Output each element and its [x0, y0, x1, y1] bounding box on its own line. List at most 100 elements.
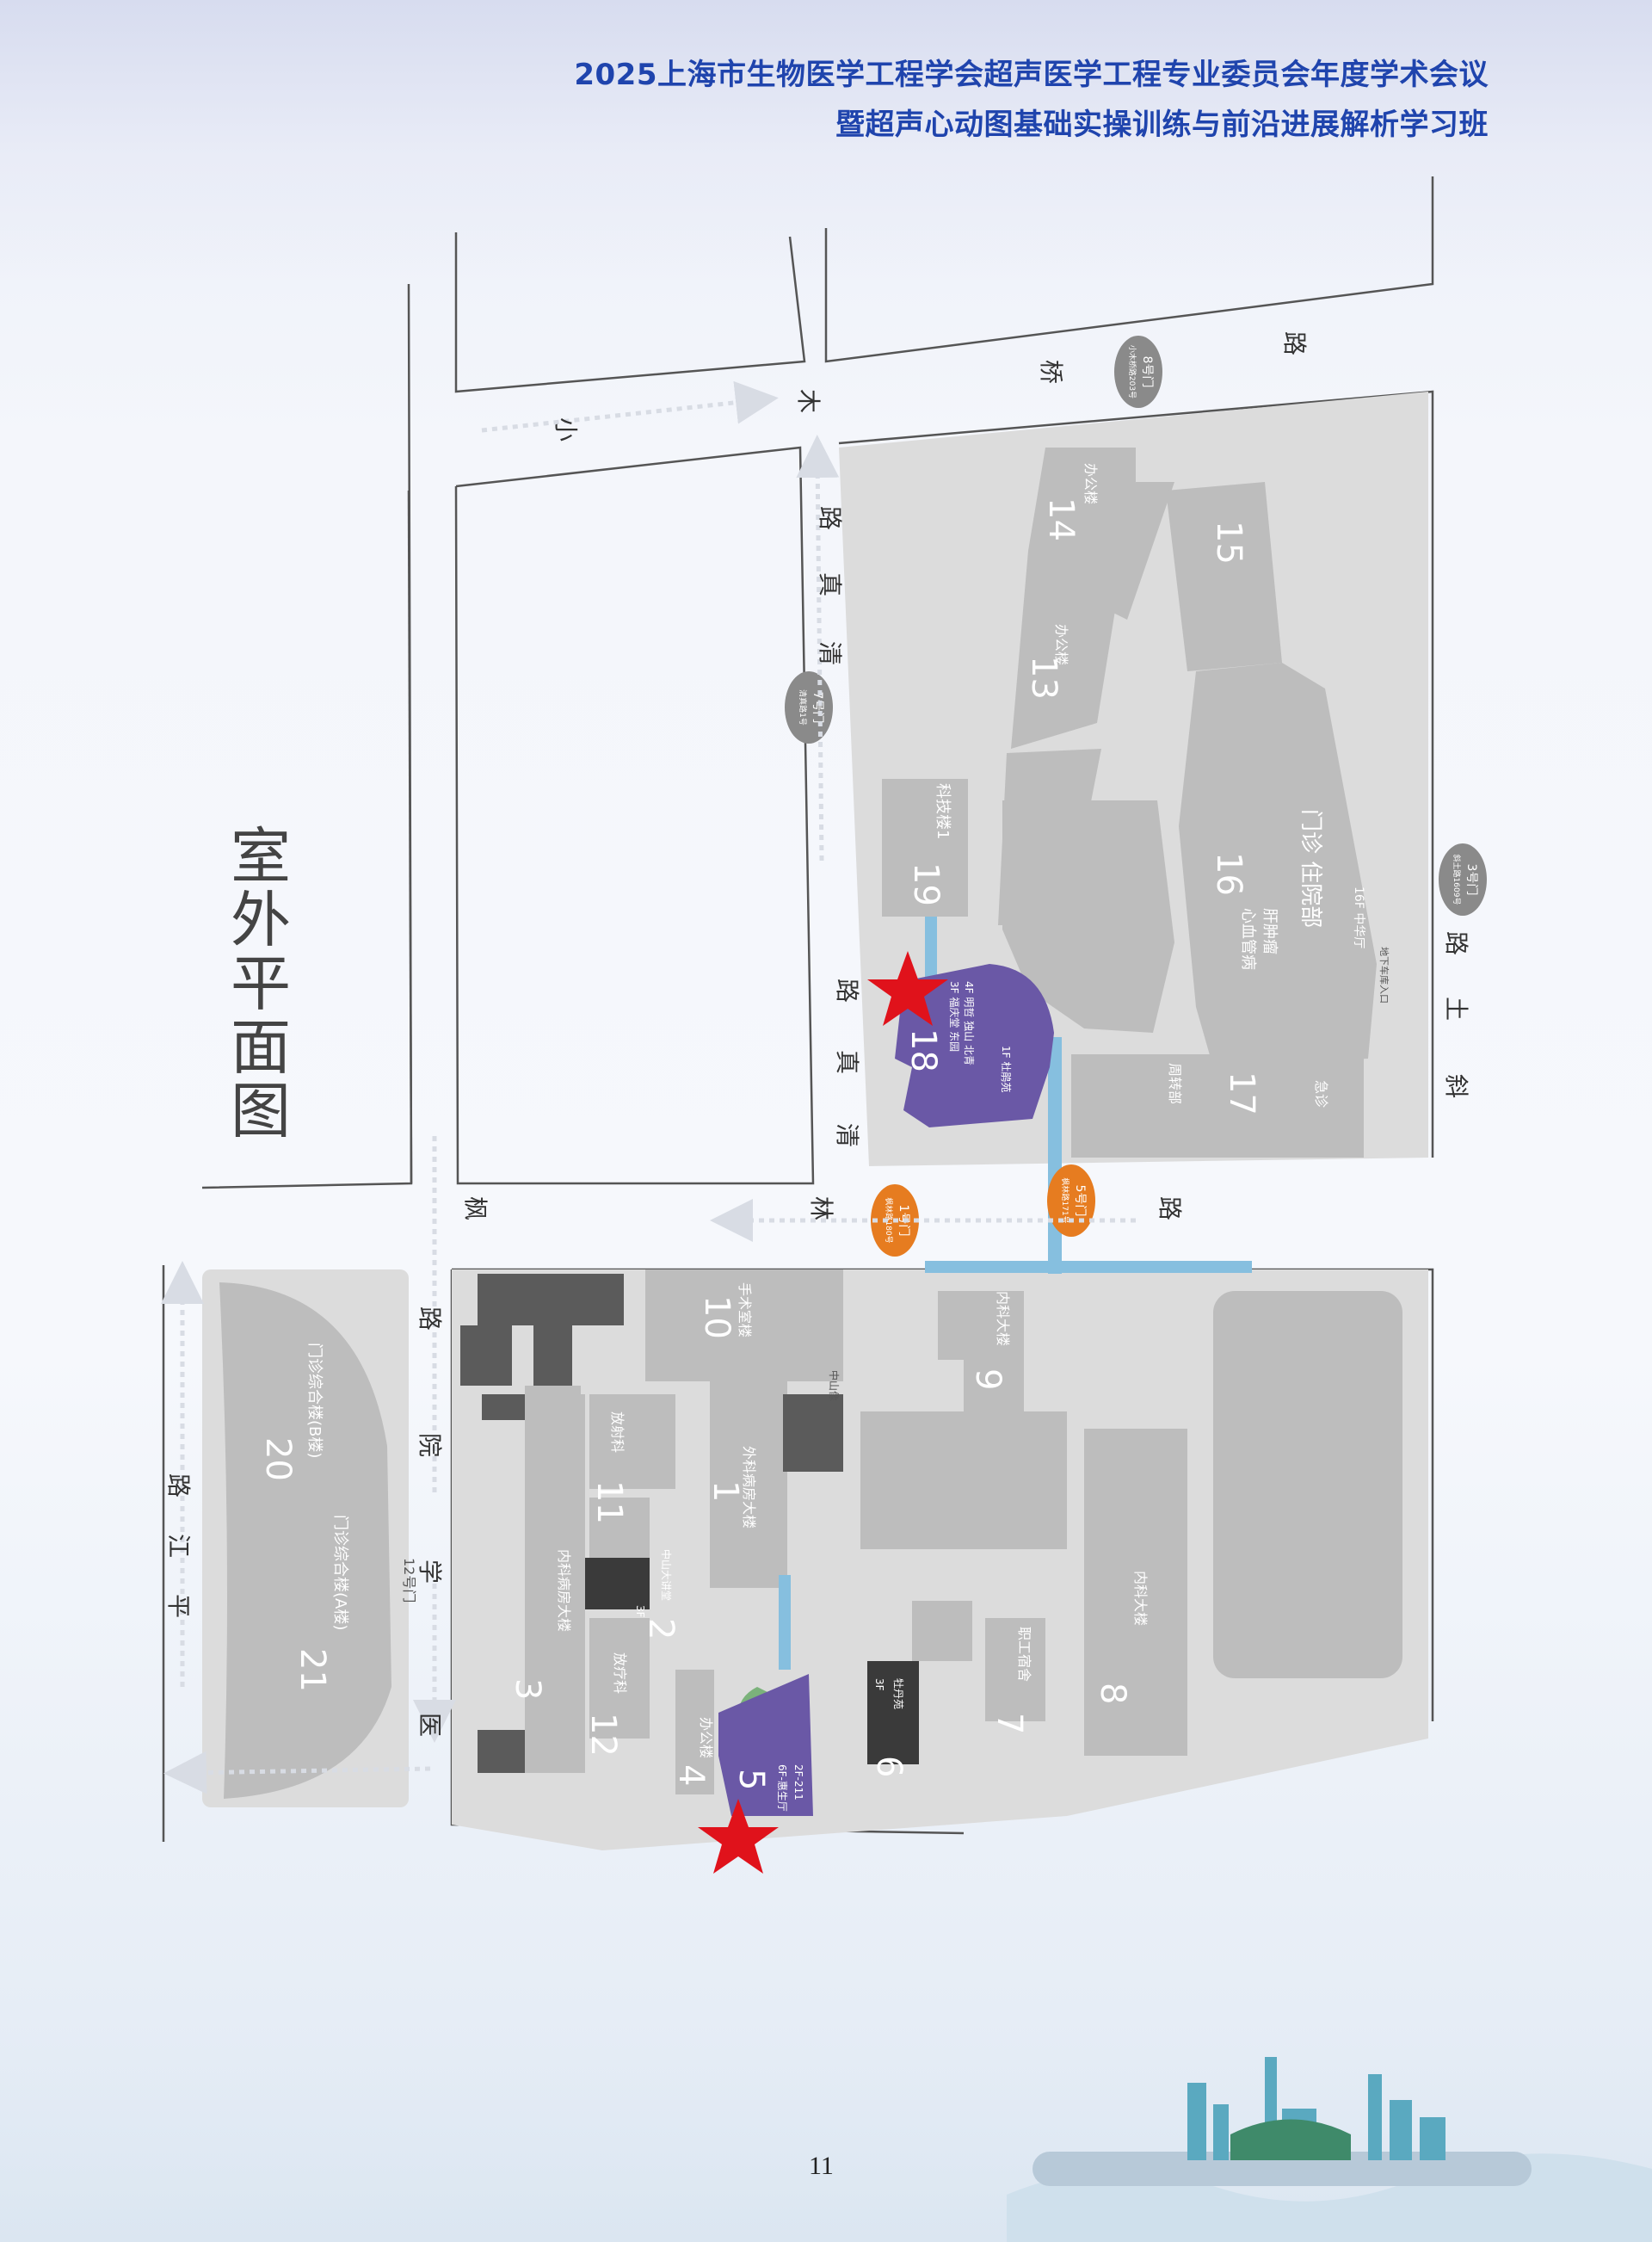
- road-qingzhen-l1: 路: [833, 979, 861, 1003]
- building-4-name: 办公楼: [698, 1717, 714, 1758]
- gate-5-marker: [1047, 1164, 1095, 1237]
- gate-7-marker: [785, 671, 833, 744]
- building-9-name: 内科大楼: [995, 1291, 1011, 1346]
- building-8-name: 内科大楼: [1132, 1571, 1149, 1626]
- building-12-num: 12: [583, 1713, 623, 1757]
- building-10-num: 10: [697, 1295, 737, 1339]
- road-yixueyuan-2: 院: [416, 1433, 444, 1457]
- header-subtitle: 暨超声心动图基础实操训练与前沿进展解析学习班: [835, 108, 1489, 142]
- building-19-name: 科技楼1: [934, 783, 952, 839]
- gate-8-sub: 小木桥路203号: [1127, 345, 1137, 398]
- building-2-floor: 3F: [634, 1605, 646, 1618]
- statue-label: 中山像: [828, 1370, 841, 1401]
- gate-3-sub: 斜土路1609号: [1452, 855, 1462, 905]
- building-19-num: 19: [906, 862, 946, 906]
- road-yixueyuan-1: 路: [416, 1306, 444, 1331]
- building-18-floor-2: 4F 明哲 独山 北青: [963, 981, 975, 1065]
- building-17-sub: 周转部: [1167, 1063, 1183, 1104]
- road-xietu-3: 斜: [1442, 1074, 1470, 1098]
- gate-12-label: 12号门: [401, 1558, 417, 1603]
- gate-5-label: 5号门: [1073, 1185, 1087, 1217]
- gate-3-marker: [1439, 843, 1487, 916]
- gate-5-sub: 枫林路171号: [1060, 1177, 1070, 1223]
- building-6-name: 牡丹苑: [892, 1678, 905, 1709]
- road-pingjiang-1: 路: [164, 1473, 193, 1498]
- road-pingjiang-2: 江: [164, 1534, 193, 1558]
- road-xietu-1: 路: [1442, 931, 1470, 955]
- road-qingzhen-l3: 清: [833, 1123, 861, 1147]
- road-xiaomuqiao-2: 木: [794, 389, 823, 413]
- building-1-name: 外科病房大楼: [741, 1446, 757, 1529]
- building-2-name: 中山大讲堂: [660, 1549, 673, 1601]
- road-fenglin-3: 路: [1156, 1196, 1184, 1220]
- building-4-num: 4: [671, 1764, 711, 1786]
- building-10-name: 手术室楼: [737, 1282, 753, 1337]
- building-6-num: 6: [869, 1756, 909, 1777]
- building-5-floor-2: 2F-211: [792, 1764, 804, 1800]
- building-16-hall: 16F 中华厅: [1352, 886, 1365, 948]
- gate-8-marker: [1114, 336, 1162, 408]
- building-labels: 14 办公楼 15 13 办公楼 19 科技楼1 16 门诊 住院部 心血管病 …: [258, 463, 1365, 1812]
- south-buildings: [460, 1269, 1402, 1794]
- building-9-num: 9: [968, 1368, 1008, 1390]
- parking-label: 地下车库入口: [1378, 947, 1390, 1004]
- road-pingjiang-3: 平: [164, 1594, 193, 1618]
- building-7-name: 职工宿舍: [1016, 1627, 1032, 1682]
- road-xiaomuqiao-1: 小: [552, 417, 580, 442]
- building-18-cafe: 1F 杜鹃苑: [1000, 1046, 1013, 1092]
- building-11-name: 放射科: [609, 1411, 626, 1453]
- building-15-num: 15: [1209, 521, 1248, 565]
- direction-arrows: [161, 380, 1136, 1794]
- building-21-name: 门诊综合楼(A楼): [331, 1515, 349, 1630]
- building-12-name: 放疗科: [612, 1652, 628, 1694]
- building-6-floor: 3F: [873, 1678, 885, 1691]
- building-13-num: 13: [1024, 656, 1063, 700]
- road-yixueyuan-3: 学: [416, 1560, 444, 1584]
- building-17-name: 急诊: [1313, 1080, 1329, 1108]
- skyline-decoration: [1007, 2057, 1652, 2242]
- outpatient-building: [219, 1282, 391, 1799]
- header-title: 2025上海市生物医学工程学会超声医学工程专业委员会年度学术会议: [574, 58, 1489, 92]
- building-16-num: 16: [1209, 852, 1248, 896]
- building-16-sub-1: 心血管病: [1239, 908, 1257, 970]
- building-18-num: 18: [903, 1028, 943, 1072]
- road-fenglin-1: 枫: [461, 1196, 490, 1220]
- building-19-shape: [882, 779, 968, 917]
- road-xiaomuqiao-4: 路: [1280, 331, 1309, 355]
- gate-7-label: 7号门: [811, 692, 824, 724]
- building-17-num: 17: [1222, 1072, 1261, 1115]
- building-7-num: 7: [989, 1713, 1029, 1734]
- road-yixueyuan-4: 医: [416, 1713, 444, 1737]
- page-header: 2025上海市生物医学工程学会超声医学工程专业委员会年度学术会议 暨超声心动图基…: [574, 50, 1489, 150]
- road-qingzhen-u1: 路: [816, 506, 844, 530]
- building-20-name: 门诊综合楼(B楼): [305, 1343, 324, 1458]
- building-21-num: 21: [293, 1648, 332, 1692]
- gate-8-label: 8号门: [1140, 356, 1154, 388]
- road-xiaomuqiao-3: 桥: [1037, 360, 1065, 384]
- building-6-shape: [867, 1661, 919, 1764]
- road-xietu-2: 土: [1442, 997, 1470, 1021]
- location-markers: [698, 951, 948, 1874]
- building-18-shape: [895, 964, 1054, 1127]
- road-qingzhen-l2: 真: [833, 1050, 861, 1074]
- gate-7-sub: 清真路1号: [798, 689, 808, 726]
- road-fenglin-2: 林: [807, 1196, 835, 1220]
- star-icon-building-18: [867, 951, 948, 1026]
- gate-1-sub: 枫林路180号: [884, 1197, 894, 1243]
- building-18-floor-1: 3F 福庆堂 东园: [948, 981, 961, 1052]
- building-14-num: 14: [1041, 497, 1081, 541]
- building-16-name: 门诊 住院部: [1298, 809, 1323, 928]
- road-qingzhen-u2: 真: [816, 572, 844, 596]
- building-8-num: 8: [1093, 1683, 1132, 1704]
- star-icon-building-5: [698, 1799, 779, 1874]
- building-5-floor-1: 6F-惠生厅: [776, 1764, 788, 1812]
- road-qingzhen-u3: 清: [816, 641, 844, 665]
- page-number: 11: [809, 2152, 834, 2180]
- building-3-num: 3: [508, 1678, 547, 1700]
- building-20-num: 20: [258, 1437, 298, 1481]
- building-13-name: 办公楼: [1053, 624, 1069, 665]
- building-3-name: 内科病房大楼: [556, 1549, 572, 1632]
- building-5-num: 5: [731, 1769, 771, 1790]
- building-14-name: 办公楼: [1082, 463, 1099, 504]
